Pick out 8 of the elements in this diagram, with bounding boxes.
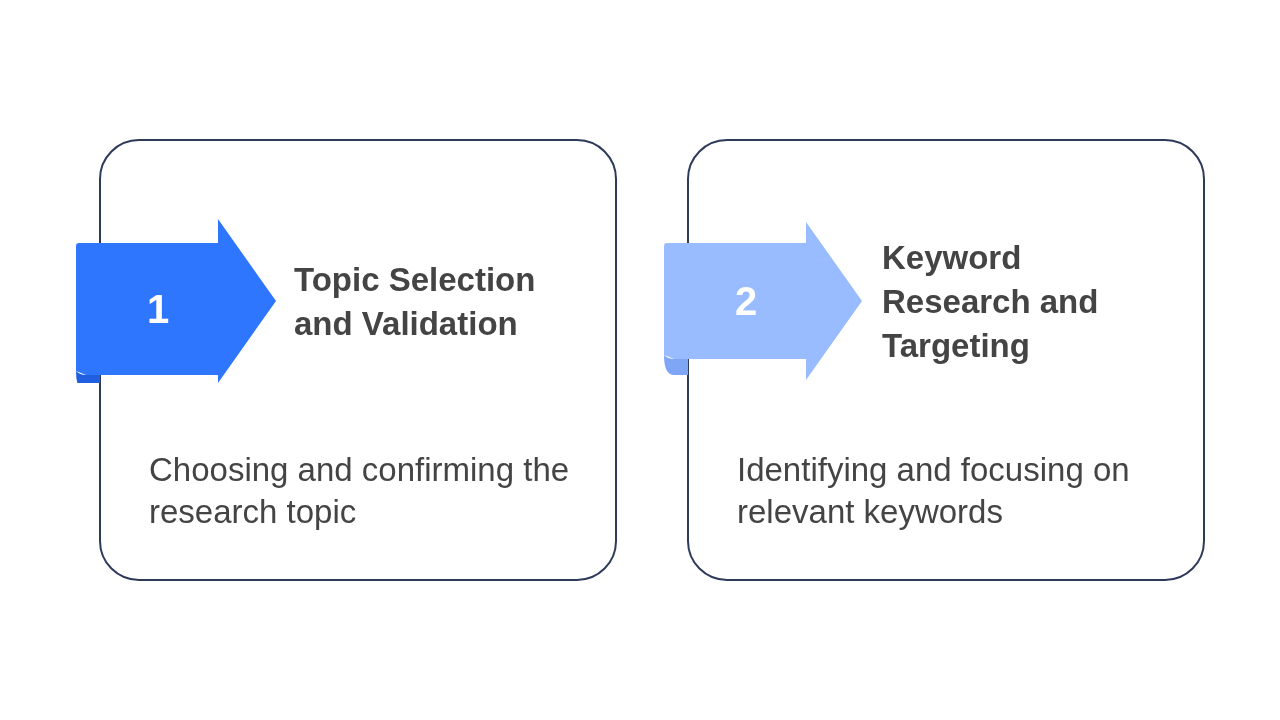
step-card bbox=[687, 139, 1205, 581]
step-heading: Topic Selection and Validation bbox=[294, 260, 537, 344]
step-description: Choosing and confirming the research topic bbox=[149, 450, 571, 532]
step-number: 2 bbox=[734, 278, 758, 325]
step-heading: Keyword Research and Targeting bbox=[882, 238, 1100, 366]
step-number: 1 bbox=[146, 286, 170, 333]
step-card bbox=[99, 139, 617, 581]
step-description: Identifying and focusing on relevant keywords bbox=[737, 450, 1131, 532]
